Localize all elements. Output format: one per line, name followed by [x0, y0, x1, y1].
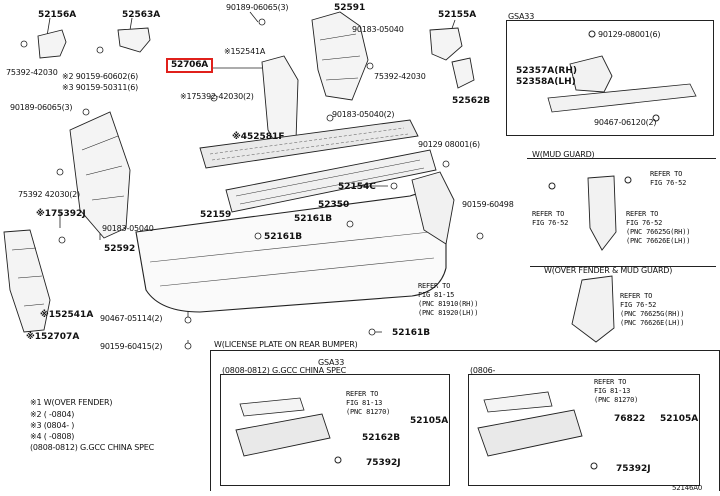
part-75392-42030-left[interactable]: 75392 42030(2)	[18, 190, 80, 199]
part-75392-42030-tr[interactable]: 75392-42030	[374, 72, 426, 81]
footnote-3: ※3 (0804- )	[30, 421, 75, 430]
part-52541A-low[interactable]: ※152541A	[40, 310, 94, 320]
part-90129-08001-gsa[interactable]: 90129-08001(6)	[598, 30, 661, 39]
part-90159-60602[interactable]: ※2 90159-60602(6)	[62, 72, 139, 81]
mud-guard-title: W(MUD GUARD)	[532, 150, 595, 159]
part-90183-05040-mid[interactable]: 90183-05040(2)	[332, 110, 395, 119]
part-90159-60415[interactable]: 90159-60415(2)	[100, 342, 163, 351]
part-75392J[interactable]: ※175392J	[36, 209, 86, 219]
refer-fig-81-15[interactable]: REFER TO FIG 81-15 (PNC 81910(RH)) (PNC …	[418, 282, 479, 317]
part-52161B-a[interactable]: 52161B	[294, 214, 333, 224]
part-52105A-right[interactable]: 52105A	[660, 414, 699, 424]
part-90183-05040-low[interactable]: 90183-05040	[102, 224, 154, 233]
part-90159-50311[interactable]: ※3 90159-50311(6)	[62, 83, 139, 92]
part-52155A[interactable]: 52155A	[438, 10, 477, 20]
footnote-1: ※1 W(OVER FENDER)	[30, 398, 113, 407]
license-left-subpanel	[220, 374, 450, 486]
license-sub-code: GSA33	[318, 358, 345, 367]
part-52161B-b[interactable]: 52161B	[264, 232, 303, 242]
footnote-2: ※2 ( -0804)	[30, 410, 75, 419]
part-52156A[interactable]: 52156A	[38, 10, 77, 20]
part-75392-42030-mid[interactable]: ※175392-42030(2)	[180, 92, 254, 101]
license-right-title: (0806-	[470, 366, 496, 375]
mud-guard-panel	[527, 158, 716, 263]
part-90189-06065-top[interactable]: 90189-06065(3)	[226, 3, 289, 12]
part-52541A-top[interactable]: ※152541A	[224, 47, 266, 56]
part-52154C[interactable]: 52154C	[338, 182, 376, 192]
part-52581F[interactable]: ※452581F	[232, 132, 285, 142]
part-52159[interactable]: 52159	[200, 210, 232, 220]
part-90467-06120[interactable]: 90467-06120(2)	[594, 118, 657, 127]
part-90189-06065-left[interactable]: 90189-06065(3)	[10, 103, 73, 112]
gsa33-title: GSA33	[508, 12, 535, 21]
part-52358A[interactable]: 52358A(LH)	[516, 77, 576, 87]
part-76822[interactable]: 76822	[614, 414, 646, 424]
part-52161B-c[interactable]: 52161B	[392, 328, 431, 338]
over-fender-title: W(OVER FENDER & MUD GUARD)	[544, 266, 673, 275]
license-right-subpanel	[468, 374, 700, 486]
part-75392J-left[interactable]: 75392J	[366, 458, 401, 468]
part-52592[interactable]: 52592	[104, 244, 136, 254]
part-52707A[interactable]: ※152707A	[26, 332, 80, 342]
mud-guard-refer-b[interactable]: REFER TO FIG 76-52	[532, 210, 569, 227]
part-52162B[interactable]: 52162B	[362, 433, 401, 443]
over-fender-refer[interactable]: REFER TO FIG 76-52 (PNC 76625G(RH)) (PNC…	[620, 292, 685, 327]
part-90159-60498[interactable]: 90159-60498	[462, 200, 514, 209]
part-90129-08001-mid[interactable]: 90129 08001(6)	[418, 140, 480, 149]
mud-guard-refer-c[interactable]: REFER TO FIG 76-52 (PNC 76625G(RH)) (PNC…	[626, 210, 691, 245]
part-90467-05114[interactable]: 90467-05114(2)	[100, 314, 163, 323]
part-52105A-left[interactable]: 52105A	[410, 416, 449, 426]
mud-guard-refer-a[interactable]: REFER TO FIG 76-52	[650, 170, 687, 187]
license-left-title: (0808-0812) G.GCC CHINA SPEC	[222, 366, 346, 375]
diagram-code: 52146A0	[672, 484, 703, 492]
part-52562B[interactable]: 52562B	[452, 96, 491, 106]
license-title: W(LICENSE PLATE ON REAR BUMPER)	[214, 340, 358, 349]
gsa33-panel	[506, 20, 714, 136]
footnote-5: (0808-0812) G.GCC CHINA SPEC	[30, 443, 154, 452]
part-52357A[interactable]: 52357A(RH)	[516, 66, 577, 76]
part-75392-42030-tl[interactable]: 75392-42030	[6, 68, 58, 77]
footnote-4: ※4 ( -0808)	[30, 432, 75, 441]
part-75392J-right[interactable]: 75392J	[616, 464, 651, 474]
part-52563A[interactable]: 52563A	[122, 10, 161, 20]
license-left-refer[interactable]: REFER TO FIG 81-13 (PNC 81270)	[346, 390, 391, 416]
part-90183-05040-top[interactable]: 90183-05040	[352, 25, 404, 34]
over-fender-panel	[530, 266, 716, 351]
license-right-refer[interactable]: REFER TO FIG 81-13 (PNC 81270)	[594, 378, 639, 404]
part-52591[interactable]: 52591	[334, 3, 366, 13]
part-52350[interactable]: 52350	[318, 200, 350, 210]
part-52706A-highlighted[interactable]: 52706A	[166, 58, 214, 73]
